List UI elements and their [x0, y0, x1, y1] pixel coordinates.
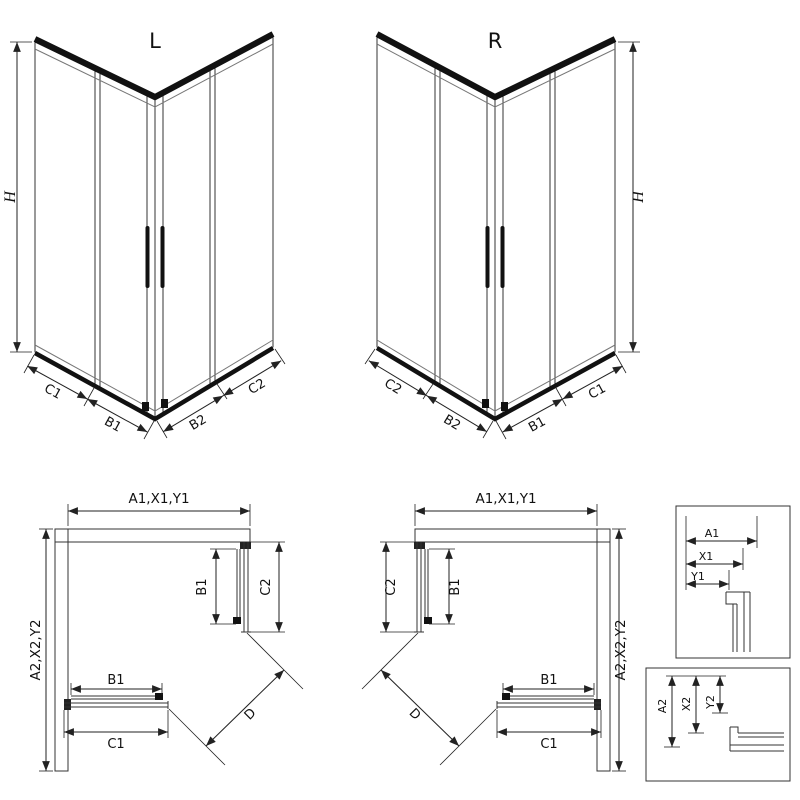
dim-label-x2: X2 [680, 697, 693, 712]
dim-label-a2x2y2: A2,X2,Y2 [613, 619, 629, 680]
dim-label-b1-bottom: B1 [107, 673, 124, 688]
dim-label-b1-bottom: B1 [540, 673, 557, 688]
dim-label-a1: A1 [705, 527, 720, 540]
axo-left-title: L [149, 29, 161, 53]
dim-label-c2-side: C2 [384, 578, 399, 595]
dim-label-x1: X1 [699, 550, 714, 563]
dim-label-c1-bottom: C1 [107, 737, 124, 752]
dim-label-b1: B1 [102, 414, 124, 435]
dim-label-c1-bottom: C1 [540, 737, 557, 752]
dim-label-c2-side: C2 [259, 578, 274, 595]
detail-width-box: A1 X1 Y1 [675, 505, 791, 659]
dim-label-h: H [2, 190, 19, 204]
dim-label-a1x1y1: A1,X1,Y1 [128, 491, 189, 507]
dim-label-h: H [630, 190, 647, 204]
plan-left-view: A1,X1,Y1 A2,X2,Y2 B1 C2 B1 C1 D [28, 491, 303, 771]
dim-label-c1: C1 [41, 381, 63, 403]
dim-label-c2: C2 [381, 376, 404, 398]
dim-label-a2x2y2: A2,X2,Y2 [28, 619, 44, 680]
dim-label-a2: A2 [656, 699, 669, 714]
detail-depth-box: A2 X2 Y2 [645, 667, 791, 782]
depth-profile-section [729, 726, 784, 752]
axo-right-title: R [488, 29, 503, 53]
dim-label-a1x1y1: A1,X1,Y1 [475, 491, 536, 507]
dim-label-b1-side: B1 [195, 578, 210, 595]
width-profile-section [725, 591, 751, 652]
dim-label-y2: Y2 [704, 695, 717, 710]
dim-label-b1-side: B1 [448, 578, 463, 595]
axo-left-view: L H C1 B1 B2 C2 [2, 29, 285, 439]
plan-right-view: A1,X1,Y1 A2,X2,Y2 C2 B1 B1 C1 D [362, 491, 629, 771]
dim-label-y1: Y1 [690, 570, 705, 583]
dim-label-c2: C2 [246, 376, 269, 398]
dim-label-c1: C1 [586, 381, 608, 403]
dim-label-b1: B1 [526, 414, 548, 435]
axo-right-view: R H C2 B2 B1 C1 [365, 29, 647, 439]
